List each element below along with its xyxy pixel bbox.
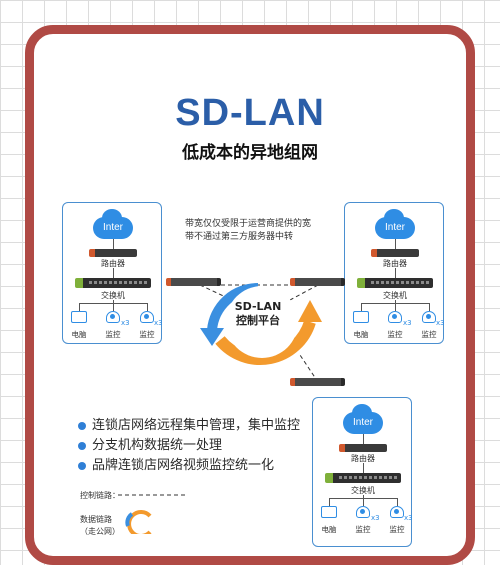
camera-label: 监控	[355, 525, 371, 534]
network-box-right: Inter 路由器 交换机 x3 x3 电脑 监控 监控	[344, 202, 445, 344]
camera-icon	[422, 311, 436, 323]
legend-data-arrow-icon	[125, 510, 152, 534]
note-line-2: 带不通过第三方服务器中转	[185, 232, 294, 242]
connection-diagram	[199, 282, 322, 383]
gateway-device-bottom	[290, 378, 345, 386]
camera-icon	[140, 311, 154, 323]
feature-item: 分支机构数据统一处理	[78, 436, 300, 456]
legend-data-line-2: （走公网）	[80, 527, 120, 536]
gateway-device-left	[166, 278, 221, 286]
feature-list: 连锁店网络远程集中管理，集中监控 分支机构数据统一处理 品牌连锁店网络视频监控统…	[78, 416, 300, 476]
router-label: 路由器	[351, 454, 375, 463]
network-box-left: Inter 路由器 交换机 x3 x3 电脑 监控 监控	[62, 202, 163, 344]
cloud-icon: Inter	[375, 209, 415, 239]
cloud-label: Inter	[352, 417, 373, 428]
camera-multiplier: x3	[154, 319, 163, 327]
camera-label: 监控	[105, 330, 121, 339]
camera-multiplier: x3	[371, 514, 380, 522]
data-arrow-orange	[215, 320, 316, 365]
pc-icon	[353, 311, 369, 323]
router-icon	[339, 444, 387, 452]
router-icon	[89, 249, 137, 257]
cloud-label: Inter	[384, 222, 405, 233]
camera-icon	[390, 506, 404, 518]
cloud-icon: Inter	[93, 209, 133, 239]
switch-icon	[357, 278, 433, 288]
note-line-1: 带宽仅仅受限于运营商提供的宽	[185, 219, 312, 229]
switch-icon	[75, 278, 151, 288]
legend-control-label: 控制链路：	[80, 491, 120, 500]
switch-label: 交换机	[101, 291, 125, 300]
platform-line-1: SD-LAN	[234, 300, 282, 313]
pc-icon	[71, 311, 87, 323]
arrow-head-blue	[200, 328, 224, 346]
router-label: 路由器	[383, 259, 407, 268]
camera-icon	[356, 506, 370, 518]
router-icon	[371, 249, 419, 257]
cloud-label: Inter	[102, 222, 123, 233]
control-link	[289, 284, 319, 301]
feature-item: 品牌连锁店网络视频监控统一化	[78, 456, 300, 476]
router-label: 路由器	[101, 259, 125, 268]
platform-line-2: 控制平台	[236, 314, 280, 327]
switch-label: 交换机	[383, 291, 407, 300]
camera-icon	[106, 311, 120, 323]
gateway-device-right	[290, 278, 345, 286]
legend-data-line-1: 数据链路	[80, 515, 112, 524]
camera-multiplier: x3	[403, 319, 412, 327]
switch-label: 交换机	[351, 486, 375, 495]
camera-label: 监控	[389, 525, 405, 534]
camera-label: 监控	[421, 330, 437, 339]
camera-multiplier: x3	[404, 514, 413, 522]
pc-label: 电脑	[353, 330, 369, 339]
camera-label: 监控	[387, 330, 403, 339]
pc-icon	[321, 506, 337, 518]
camera-icon	[388, 311, 402, 323]
legend-control-line	[118, 494, 188, 496]
legend-data-label: 数据链路 （走公网）	[80, 514, 120, 538]
page-title: SD-LAN	[175, 92, 325, 134]
pc-label: 电脑	[321, 525, 337, 534]
feature-item: 连锁店网络远程集中管理，集中监控	[78, 416, 300, 436]
cloud-icon: Inter	[343, 404, 383, 434]
control-link	[299, 354, 319, 383]
pc-label: 电脑	[71, 330, 87, 339]
camera-label: 监控	[139, 330, 155, 339]
switch-icon	[325, 473, 401, 483]
platform-circle	[226, 286, 298, 358]
camera-multiplier: x3	[121, 319, 130, 327]
bandwidth-note: 带宽仅仅受限于运营商提供的宽 带不通过第三方服务器中转	[185, 218, 311, 244]
arrow-head-orange	[298, 300, 322, 322]
camera-multiplier: x3	[436, 319, 445, 327]
page-subtitle: 低成本的异地组网	[182, 143, 318, 163]
sdlan-platform-label: SD-LAN 控制平台	[218, 300, 298, 328]
